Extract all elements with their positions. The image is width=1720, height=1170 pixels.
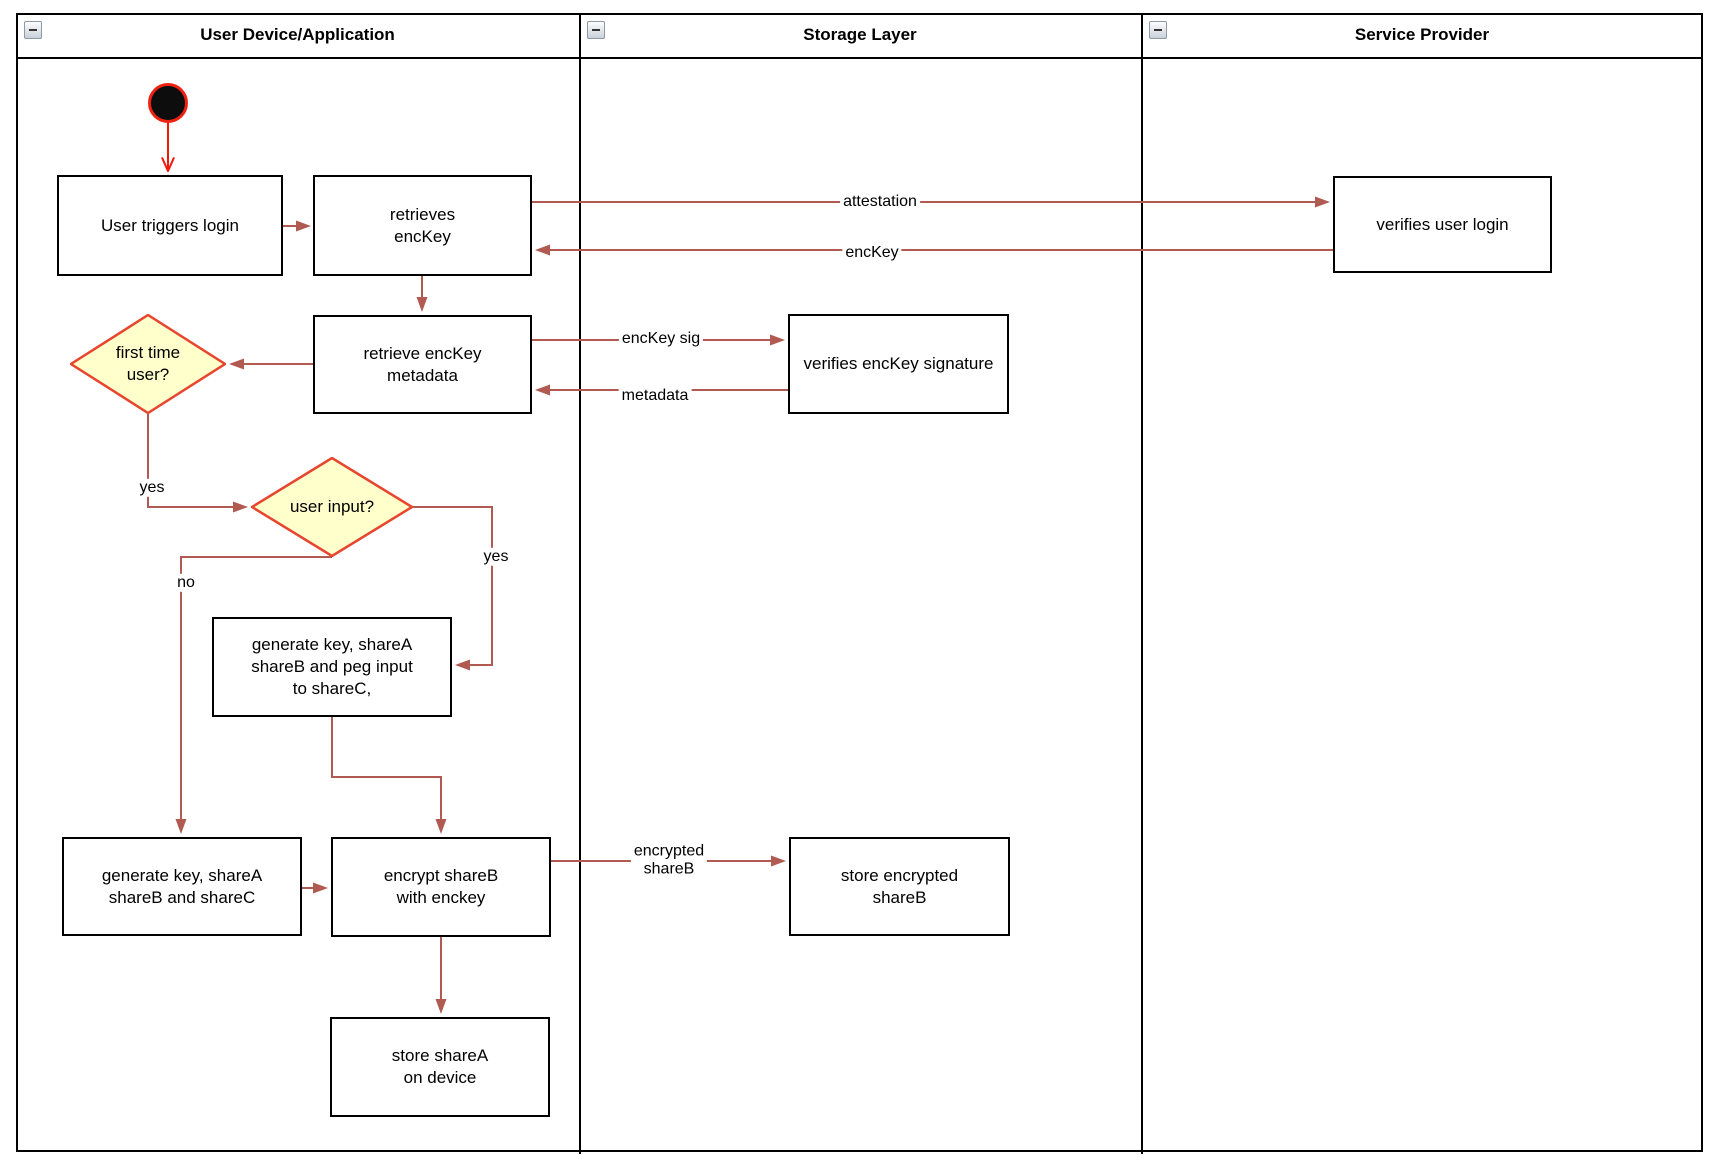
node-label: to shareC,	[292, 678, 372, 698]
arrowhead-icon	[1315, 196, 1330, 208]
node-label: retrieves	[389, 204, 456, 224]
edge-enckey-return[interactable]	[535, 244, 1333, 256]
node-label: User triggers login	[101, 215, 239, 235]
open-arrowhead-icon	[161, 157, 169, 172]
node-label: encKey	[394, 226, 451, 246]
arrowhead-icon	[229, 358, 244, 370]
arrowhead-icon	[296, 220, 311, 232]
edge-label-userinput-yes: yes	[480, 547, 512, 567]
edge-label-attestation: attestation	[840, 192, 920, 212]
collapse-icon[interactable]	[587, 21, 605, 39]
node-label: shareB and shareC	[108, 887, 256, 907]
collapse-icon[interactable]	[1149, 21, 1167, 39]
minus-icon	[592, 29, 600, 31]
lane-title-storage-layer: Storage Layer	[803, 25, 917, 44]
arrowhead-icon	[535, 384, 550, 396]
arrowhead-icon	[435, 819, 447, 834]
lane-header-user-device: User Device/Application	[16, 13, 579, 59]
decision-diamond-shape	[70, 314, 226, 414]
edge-label-userinput-no: no	[174, 573, 198, 593]
node-user-triggers-login[interactable]: User triggers login	[57, 175, 283, 276]
collapse-icon[interactable]	[24, 21, 42, 39]
lane-divider	[579, 13, 581, 1154]
node-verifies-user-login[interactable]: verifies user login	[1333, 176, 1552, 273]
node-label: retrieve encKey	[363, 343, 482, 363]
node-label: generate key, shareA	[101, 865, 263, 885]
node-label: encrypt shareB	[383, 866, 499, 886]
edge-label-enckey-return: encKey	[842, 243, 902, 263]
edge-label-metadata-return: metadata	[618, 386, 692, 406]
edge-encrypt-to-store[interactable]	[435, 937, 447, 1014]
arrowhead-icon	[416, 297, 428, 312]
node-label: shareB	[872, 887, 927, 907]
arrowhead-icon	[770, 334, 785, 346]
node-start[interactable]	[148, 83, 188, 123]
edge-retrieves-to-metadata[interactable]	[416, 276, 428, 312]
lane-header-service-provider: Service Provider	[1141, 13, 1703, 59]
arrowhead-icon	[313, 882, 328, 894]
node-encrypt-shareb[interactable]: encrypt shareB with enckey	[331, 837, 551, 937]
node-label: generate key, shareA	[251, 635, 413, 655]
arrowhead-icon	[435, 999, 447, 1014]
node-label: metadata	[387, 365, 458, 385]
node-label: on device	[403, 1068, 477, 1087]
lane-header-storage-layer: Storage Layer	[579, 13, 1141, 59]
minus-icon	[1154, 29, 1162, 31]
arrowhead-icon	[535, 244, 550, 256]
node-label: store encrypted	[840, 865, 959, 885]
edge-login-to-retrieves[interactable]	[283, 220, 311, 232]
open-arrowhead-icon	[167, 157, 175, 172]
node-label: store shareA	[391, 1046, 489, 1066]
arrowhead-icon	[175, 819, 187, 834]
minus-icon	[29, 29, 37, 31]
arrowhead-icon	[771, 855, 786, 867]
lane-divider	[1141, 13, 1143, 1154]
lane-title-service-provider: Service Provider	[1354, 25, 1490, 44]
node-label: verifies encKey signature	[803, 354, 994, 374]
edge-userinput-no[interactable]	[175, 556, 333, 834]
decision-diamond-shape	[251, 457, 413, 557]
arrowhead-icon	[233, 501, 248, 513]
edge-generate-to-encrypt[interactable]	[302, 882, 328, 894]
edge-metadata-to-firsttime[interactable]	[229, 358, 313, 370]
edge-peginput-to-encrypt[interactable]	[331, 717, 447, 834]
node-user-input[interactable]: user input?	[251, 457, 413, 557]
edge-userinput-yes[interactable]	[413, 506, 493, 671]
edge-start-to-login[interactable]	[161, 123, 175, 172]
edge-label-enckey-sig: encKey sig	[618, 329, 704, 349]
node-label: user input?	[289, 497, 375, 517]
arrowhead-icon	[455, 659, 470, 671]
node-store-sharea-on-device[interactable]: store shareA on device	[330, 1017, 550, 1117]
node-label: verifies user login	[1376, 214, 1509, 234]
node-label: shareB and peg input	[251, 657, 413, 677]
lane-title-user-device: User Device/Application	[200, 25, 395, 44]
edge-attestation[interactable]	[532, 196, 1330, 208]
edge-firsttime-yes[interactable]	[147, 414, 248, 513]
node-label: with enckey	[396, 888, 486, 907]
edge-label-firsttime-yes: yes	[136, 478, 168, 498]
node-verifies-enckey-signature[interactable]: verifies encKey signature	[788, 314, 1009, 414]
